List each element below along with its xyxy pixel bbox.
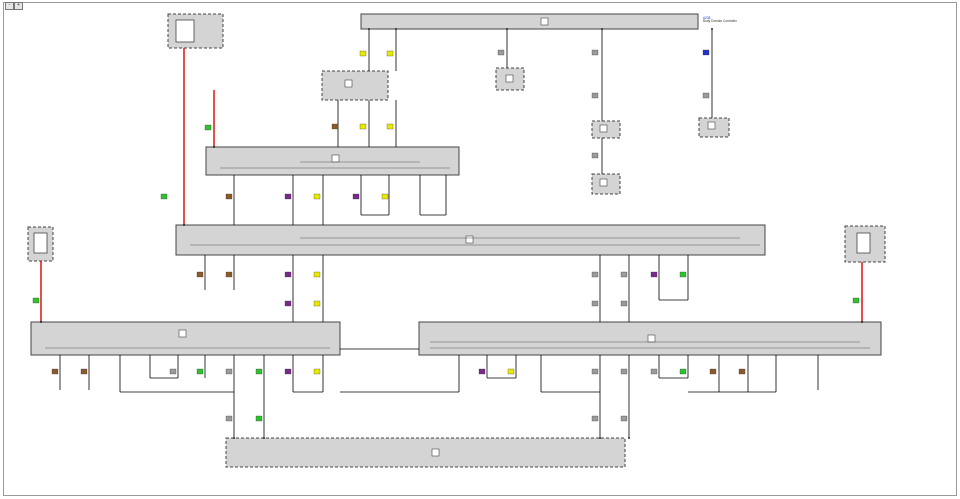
module-symbol-icon [540, 17, 549, 26]
fuse-symbol-icon [175, 19, 195, 43]
body-domain-controller-label: Body Domain Controller [703, 19, 738, 23]
bottom-module-box[interactable] [225, 437, 626, 468]
module-symbol-icon [599, 124, 608, 133]
module-symbol-icon [331, 154, 340, 163]
power-wires [40, 48, 863, 322]
module-symbol-icon [344, 79, 353, 88]
module-symbol-icon [505, 74, 514, 83]
body-domain-controller-box[interactable] [360, 13, 699, 30]
module-symbol-icon [707, 121, 716, 130]
connector-chips [32, 49, 860, 422]
module-symbol-icon [465, 235, 474, 244]
diagram-frame [3, 2, 957, 496]
module-symbol-icon [431, 448, 440, 457]
fuse-symbol-icon [856, 232, 871, 254]
zoom-in-button[interactable]: + [14, 2, 23, 10]
module-symbol-icon [599, 178, 608, 187]
fuse-symbol-icon [33, 232, 48, 254]
module-code-label: A238 [703, 16, 711, 20]
internal-traces [45, 161, 870, 349]
signal-wires [59, 29, 819, 438]
can-gateway-module-box[interactable] [321, 70, 389, 101]
zoom-out-button[interactable]: - [5, 2, 14, 10]
left-seat-module-box[interactable] [30, 321, 341, 356]
module-symbol-icon [178, 329, 187, 338]
module-symbol-icon [647, 334, 656, 343]
pin-terminals [40, 28, 863, 439]
